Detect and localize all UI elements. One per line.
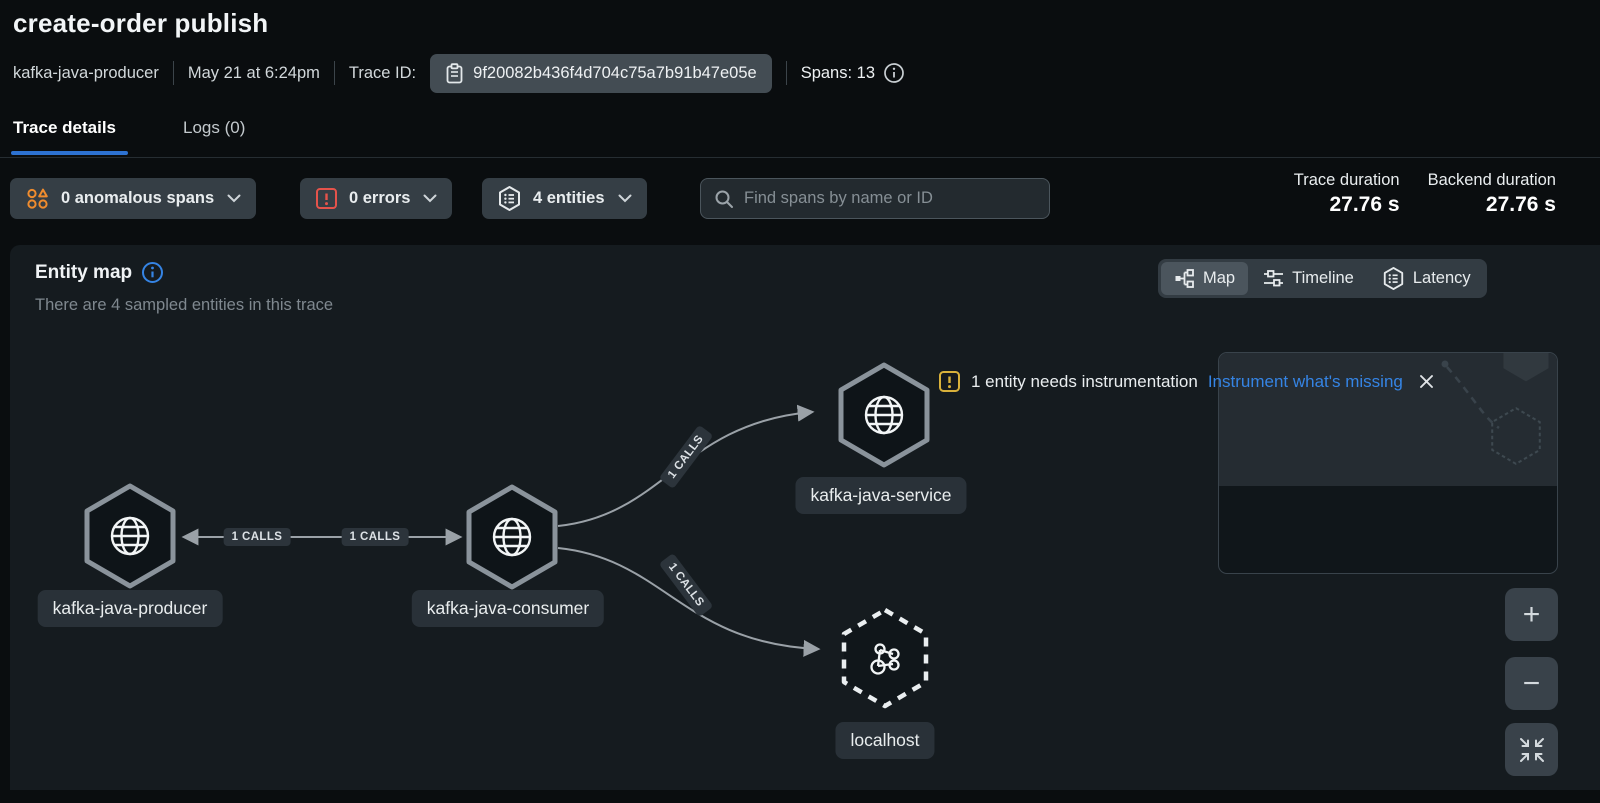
chevron-down-icon	[618, 191, 632, 206]
errors-dropdown[interactable]: 0 errors	[300, 178, 453, 219]
network-icon	[870, 643, 900, 675]
banner-text: 1 entity needs instrumentation	[971, 371, 1198, 391]
zoom-out-icon: −	[1522, 666, 1541, 700]
errors-label: 0 errors	[349, 189, 411, 207]
node-label-producer[interactable]: kafka-java-producer	[37, 590, 223, 627]
toggle-latency-label: Latency	[1412, 269, 1471, 287]
edge-calls-badge[interactable]: 1 CALLS	[223, 528, 291, 546]
zoom-in-icon: +	[1522, 597, 1541, 631]
close-icon[interactable]	[1419, 374, 1434, 389]
node-label-service[interactable]: kafka-java-service	[795, 477, 967, 514]
map-icon	[1174, 269, 1195, 288]
fit-view-icon	[1518, 736, 1546, 764]
span-search	[700, 178, 1050, 219]
toggle-timeline-label: Timeline	[1292, 269, 1354, 287]
zoom-in-button[interactable]: +	[1505, 588, 1558, 641]
toggle-timeline[interactable]: Timeline	[1250, 262, 1367, 295]
tab-trace-details[interactable]: Trace details	[10, 118, 129, 155]
warning-icon	[938, 370, 961, 393]
entity-map-subtitle: There are 4 sampled entities in this tra…	[35, 296, 334, 314]
backend-duration-label: Backend duration	[1427, 171, 1556, 189]
filter-bar: 0 anomalous spans 0 errors 4 entities	[0, 159, 1600, 245]
trace-duration-value: 27.76 s	[1329, 193, 1400, 216]
info-icon[interactable]	[883, 62, 905, 84]
search-icon	[714, 189, 734, 209]
toggle-latency[interactable]: Latency	[1369, 262, 1484, 295]
trace-timestamp: May 21 at 6:24pm	[187, 63, 320, 82]
entity-map-panel: Entity map There are 4 sampled entities …	[10, 245, 1600, 790]
anomalous-spans-dropdown[interactable]: 0 anomalous spans	[10, 178, 257, 219]
tab-bar: Trace details Logs (0)	[0, 110, 1600, 158]
fit-view-button[interactable]	[1505, 723, 1558, 776]
error-icon	[315, 187, 338, 210]
instrumentation-banner: 1 entity needs instrumentation Instrumen…	[938, 370, 1434, 393]
backend-duration-value: 27.76 s	[1485, 193, 1556, 216]
node-localhost[interactable]	[841, 607, 929, 709]
entity-name: kafka-java-producer	[13, 63, 159, 82]
minimap[interactable]	[1218, 352, 1558, 574]
node-producer[interactable]	[84, 483, 176, 589]
node-consumer[interactable]	[466, 484, 558, 590]
edge-consumer-localhost	[557, 547, 821, 657]
clipboard-icon[interactable]	[445, 62, 464, 84]
anomalous-spans-icon	[25, 186, 50, 211]
trace-id-value: 9f20082b436f4d704c75a7b91b47e05e	[473, 63, 757, 82]
latency-icon	[1382, 266, 1405, 291]
divider	[333, 61, 335, 85]
spans-count: Spans: 13	[800, 63, 875, 82]
edge-calls-badge[interactable]: 1 CALLS	[341, 528, 409, 546]
chevron-down-icon	[423, 191, 437, 206]
info-icon[interactable]	[141, 261, 164, 284]
entity-map-title: Entity map	[35, 261, 133, 283]
globe-icon	[110, 516, 150, 556]
node-label-localhost[interactable]: localhost	[835, 722, 935, 759]
toggle-map[interactable]: Map	[1161, 262, 1249, 295]
instrument-missing-link[interactable]: Instrument what's missing	[1207, 371, 1403, 391]
minimap-viewport[interactable]	[1219, 353, 1557, 486]
node-label-consumer[interactable]: kafka-java-consumer	[411, 590, 605, 627]
trace-duration-label: Trace duration	[1293, 171, 1400, 189]
search-input[interactable]	[744, 189, 1036, 208]
timeline-icon	[1263, 269, 1284, 288]
divider	[785, 61, 787, 85]
node-service[interactable]	[838, 362, 930, 468]
backend-duration-stat: Backend duration 27.76 s	[1428, 171, 1556, 217]
globe-icon	[864, 395, 904, 435]
anomalous-spans-label: 0 anomalous spans	[61, 189, 215, 207]
duration-stats: Trace duration 27.76 s Backend duration …	[1294, 171, 1556, 217]
trace-id-label: Trace ID:	[348, 63, 417, 82]
entities-dropdown[interactable]: 4 entities	[482, 178, 647, 219]
toggle-map-label: Map	[1203, 269, 1236, 287]
entities-label: 4 entities	[533, 189, 605, 207]
view-toggle: Map Timeline Latency	[1158, 259, 1487, 298]
entity-map-graph	[84, 362, 930, 709]
divider	[172, 61, 174, 85]
chevron-down-icon	[227, 191, 241, 206]
zoom-out-button[interactable]: −	[1505, 657, 1558, 710]
entities-icon	[497, 185, 522, 212]
trace-duration-stat: Trace duration 27.76 s	[1294, 171, 1400, 217]
tab-logs[interactable]: Logs (0)	[183, 118, 246, 137]
trace-id-pill[interactable]: 9f20082b436f4d704c75a7b91b47e05e	[430, 53, 772, 93]
trace-meta-row: kafka-java-producer May 21 at 6:24pm Tra…	[13, 52, 905, 94]
page-title: create-order publish	[13, 8, 269, 38]
minimap-graph	[1441, 353, 1549, 466]
globe-icon	[492, 517, 532, 557]
